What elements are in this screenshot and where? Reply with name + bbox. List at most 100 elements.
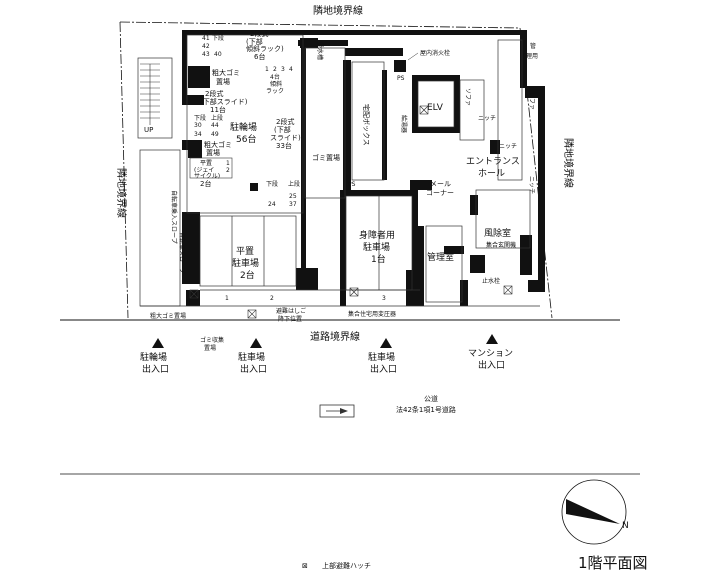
garbage-collect-label-1: ゴミ収集 [200, 336, 224, 344]
equipment-label: 給湯器 [400, 115, 408, 133]
svg-text:(下部スライド): (下部スライド) [200, 97, 248, 106]
accessible-parking-label: 身障者用 駐車場 1台 [359, 229, 395, 265]
flat-parking-label: 平置 駐車場 2台 [232, 246, 259, 281]
parcel-box-label: 宅配ボックス [362, 104, 371, 146]
svg-text:公道: 公道 [424, 394, 438, 403]
svg-text:1台: 1台 [371, 253, 386, 265]
svg-text:駐車場: 駐車場 [363, 241, 390, 253]
svg-text:40: 40 [214, 51, 222, 58]
svg-text:置場: 置場 [206, 148, 220, 157]
svg-text:スライド): スライド) [270, 134, 301, 142]
elv-label: ELV [427, 103, 444, 113]
svg-text:2台: 2台 [200, 179, 211, 188]
svg-text:2台: 2台 [240, 269, 255, 281]
svg-text:1: 1 [226, 160, 230, 167]
svg-text:37: 37 [289, 201, 297, 208]
svg-text:法42条1項1号道路: 法42条1項1号道路 [396, 405, 456, 414]
svg-text:平置: 平置 [236, 246, 254, 257]
svg-text:上部避難ハッチ: 上部避難ハッチ [322, 561, 371, 570]
management-use-label-2: 理用 [526, 53, 538, 60]
svg-text:マンション: マンション [468, 349, 513, 359]
svg-text:2段式: 2段式 [205, 89, 223, 98]
entrance-hall-label-2: ホール [478, 168, 505, 179]
mail-corner-label-1: メール [430, 180, 451, 188]
vestibule-label: 風除室 [484, 227, 511, 239]
svg-text:サイクル): サイクル) [194, 173, 220, 180]
svg-text:傾斜ラック): 傾斜ラック) [246, 44, 284, 53]
flat-rack: 平置 (ジェイ サイクル) 1 2 2台 [189, 157, 233, 188]
svg-text:駐輪場: 駐輪場 [230, 121, 257, 133]
stair [140, 63, 160, 125]
svg-text:上段: 上段 [288, 180, 300, 188]
ps-label: PS [397, 75, 405, 82]
garbage-room-label: ゴミ置場 [312, 153, 340, 162]
stop-valve-label: 止水栓 [482, 277, 500, 285]
bike-slope-label: 自転車スロープ [178, 232, 186, 274]
fire-hydrant-label: 屋内消火栓 [420, 49, 450, 57]
entrance-labels: 駐輪場 出入口 駐車場 出入口 駐車場 出入口 マンション 出入口 [140, 349, 513, 375]
rack-top-left: 41 42 43 40 下段 [202, 34, 224, 58]
svg-text:49: 49 [211, 131, 219, 138]
interior-lines [137, 34, 540, 307]
evac-ladder-label-1: 避難はしご [276, 307, 306, 315]
svg-text:下段: 下段 [266, 180, 278, 188]
entrance-markers [152, 334, 498, 348]
svg-text:(下部: (下部 [274, 125, 291, 134]
svg-text:1: 1 [265, 66, 269, 73]
svg-text:3: 3 [281, 66, 285, 73]
svg-text:2: 2 [273, 66, 277, 73]
svg-text:24: 24 [268, 201, 276, 208]
svg-text:平置: 平置 [200, 160, 212, 167]
svg-text:傾斜: 傾斜 [270, 80, 282, 88]
svg-text:出入口: 出入口 [370, 363, 397, 375]
svg-text:駐車場: 駐車場 [232, 257, 259, 269]
sofa-label-2: ソファ [528, 92, 535, 110]
sofa-label-1: ソファ [464, 88, 471, 106]
svg-text:25: 25 [289, 193, 297, 200]
parking-number-1: 1 [225, 295, 229, 302]
rack-4tier: 1 2 3 4 4台 傾斜 ラック [265, 66, 293, 95]
entrance-hall-label-1: エントランス [466, 156, 520, 167]
svg-text:6台: 6台 [254, 52, 265, 61]
bike-vertical-label: 自転車乗入スロープ [170, 190, 178, 244]
evac-ladder-label-2: 降下位置 [278, 315, 302, 323]
niche-label-3: ニッチ [528, 176, 535, 194]
up-label: UP [144, 126, 153, 134]
svg-text:(ジェイ: (ジェイ [194, 167, 214, 174]
legend: ⊠ 上部避難ハッチ [302, 561, 371, 570]
garbage-collect-label-2: 置場 [204, 344, 216, 352]
road-boundary-label: 道路境界線 [310, 330, 360, 343]
niche-label-2: ニッチ [499, 143, 517, 150]
svg-text:下段: 下段 [194, 114, 206, 122]
page-title: 1階平面図 [578, 554, 648, 572]
bulky-garbage-area-1: 粗大ゴミ 置場 [188, 66, 240, 88]
svg-text:44: 44 [211, 122, 219, 129]
svg-text:4台: 4台 [270, 73, 280, 81]
svg-text:56台: 56台 [236, 133, 256, 145]
svg-text:駐車場: 駐車場 [238, 351, 265, 363]
svg-text:N: N [622, 521, 629, 531]
svg-text:2段式: 2段式 [276, 117, 294, 126]
bicycle-parking-label: 駐輪場 56台 [230, 121, 257, 145]
west-boundary-label: 隣地境界線 [115, 168, 128, 218]
svg-text:置場: 置場 [216, 77, 230, 86]
svg-text:2: 2 [226, 167, 230, 174]
svg-text:ラック: ラック [266, 88, 284, 95]
svg-text:11台: 11台 [210, 105, 226, 114]
svg-text:粗大ゴミ: 粗大ゴミ [212, 68, 240, 77]
svg-text:34: 34 [194, 131, 202, 138]
svg-text:⊠: ⊠ [302, 562, 308, 570]
parking-number-3: 3 [382, 295, 386, 302]
collective-entrance-label: 集合玄関機 [486, 241, 516, 249]
svg-text:身障者用: 身障者用 [359, 229, 395, 241]
north-boundary-label: 隣地境界線 [313, 4, 363, 17]
slide-2tier-left: 2段式 (下部スライド) 11台 下段 30 34 上段 44 49 [194, 89, 248, 138]
svg-text:33台: 33台 [276, 141, 292, 150]
svg-text:出入口: 出入口 [478, 359, 505, 371]
svg-text:2段式: 2段式 [250, 29, 268, 38]
svg-text:粗大ゴミ: 粗大ゴミ [204, 140, 232, 149]
svg-text:出入口: 出入口 [142, 363, 169, 375]
svg-text:41: 41 [202, 35, 210, 42]
parking-number-2: 2 [270, 295, 274, 302]
